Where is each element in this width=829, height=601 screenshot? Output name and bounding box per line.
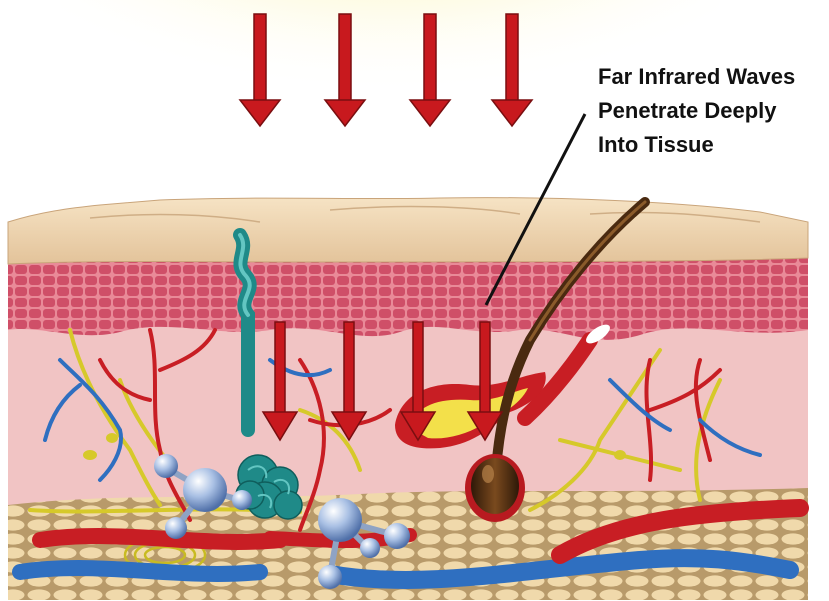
vein-left [20,568,260,574]
callout-label: Far Infrared Waves Penetrate Deeply Into… [598,60,823,162]
follicle-highlight [482,465,494,483]
hair-follicle-icon [471,458,519,514]
callout-line-2: Penetrate Deeply [598,94,823,128]
callout-line-3: Into Tissue [598,128,823,162]
epidermis-layer [8,198,808,264]
callout-line-1: Far Infrared Waves [598,60,823,94]
artery-left [40,536,280,542]
